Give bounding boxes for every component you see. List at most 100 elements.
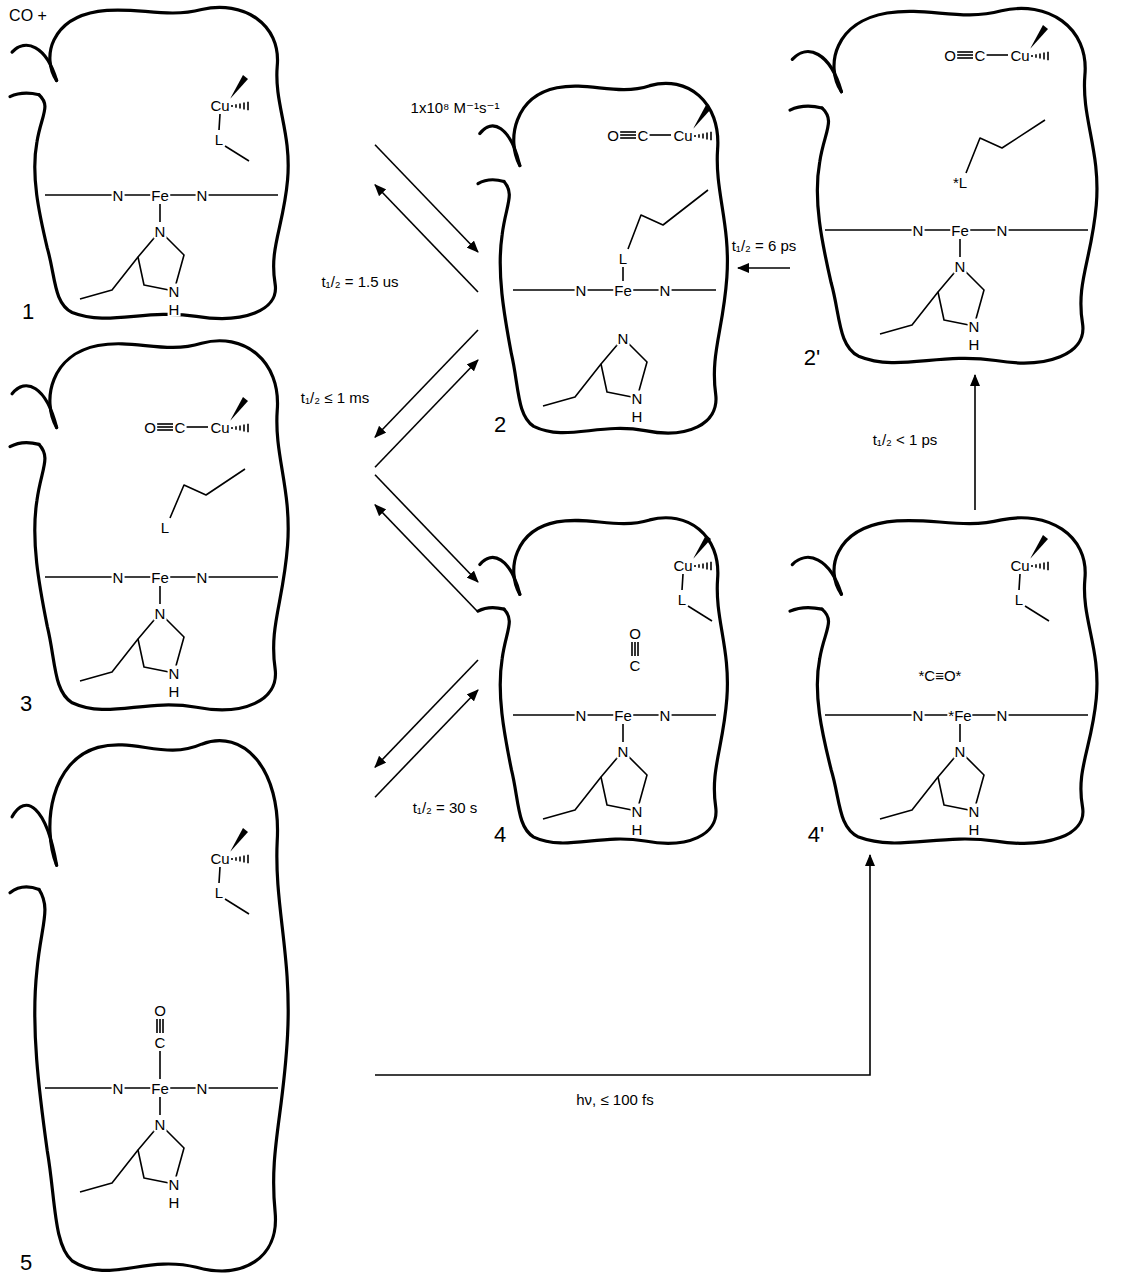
hashed-bond <box>247 102 249 110</box>
reactant-label: CO + <box>7 6 49 26</box>
hashed-bond <box>694 135 696 137</box>
atom-label: Fe <box>150 188 170 203</box>
protein-wall <box>478 607 504 611</box>
protein-outline <box>10 332 300 714</box>
atom-label: N <box>659 708 672 723</box>
atom-label: Cu <box>209 420 230 435</box>
hashed-bond <box>1035 564 1037 568</box>
hashed-bond <box>235 104 237 108</box>
protein-wall <box>500 83 727 433</box>
wedge-bond <box>693 535 711 559</box>
imidazole-ring <box>138 613 184 673</box>
enzyme-state: 5CuLOCNFeNNNH <box>10 728 375 1285</box>
atom-label: *C≡O* <box>918 668 963 683</box>
reaction-arrow <box>375 855 870 1075</box>
atom-label: Cu <box>209 98 230 113</box>
hashed-bond <box>239 425 241 430</box>
wedge-bond <box>1030 535 1048 559</box>
state-number: 2 <box>493 414 507 436</box>
enzyme-state: 4'CuL*C≡O*N*FeNNNH <box>790 510 1120 855</box>
atom-label: C <box>974 48 987 63</box>
atom-label: N <box>154 606 167 621</box>
protein-wall <box>10 93 39 96</box>
protein-wall <box>790 106 822 110</box>
triple-bond <box>634 642 636 656</box>
protein-wall <box>817 518 1097 844</box>
bond-line <box>186 426 208 428</box>
atom-label: C <box>154 1035 167 1050</box>
bond-line <box>959 239 961 257</box>
reaction-arrow <box>375 360 478 467</box>
hashed-bond <box>1043 563 1045 570</box>
atom-label: H <box>168 1195 181 1210</box>
atom-label: N <box>631 391 644 406</box>
triple-bond <box>957 54 973 56</box>
protein-wall <box>35 741 288 1271</box>
hashed-bond <box>702 133 704 138</box>
wedge-bond <box>230 397 248 421</box>
atom-label: L <box>677 592 687 607</box>
protein-wall <box>12 386 57 428</box>
protein-wall <box>10 887 39 893</box>
triple-bond <box>156 1019 158 1033</box>
bond-layer <box>10 728 375 1285</box>
atom-label: N <box>196 1081 209 1096</box>
hashed-bond <box>694 565 696 567</box>
hashed-bond <box>1031 55 1033 57</box>
histidine-sidechain <box>880 777 938 819</box>
atom-label: O <box>943 48 957 63</box>
atom-label: Fe <box>950 223 970 238</box>
histidine-sidechain <box>80 1150 138 1192</box>
triple-bond <box>620 131 636 133</box>
hashed-bond <box>243 425 245 432</box>
wedge-bond <box>693 105 711 129</box>
atom-label: Fe <box>150 570 170 585</box>
protein-outline <box>478 510 738 847</box>
reaction-arrow <box>375 690 478 797</box>
atom-label: N <box>154 1117 167 1132</box>
triple-bond <box>957 57 973 59</box>
enzyme-state: 2OCCuLNFeNNNH <box>478 75 738 445</box>
reaction-arrow <box>375 330 478 437</box>
hashed-bond <box>243 856 245 863</box>
atom-label: Fe <box>150 1081 170 1096</box>
atom-label: Cu <box>209 851 230 866</box>
imidazole-ring <box>601 751 647 811</box>
protein-wall <box>12 45 57 80</box>
atom-label: H <box>968 822 981 837</box>
atom-label: Cu <box>672 558 693 573</box>
triple-bond <box>159 1019 161 1033</box>
hashed-bond <box>1035 54 1037 58</box>
reaction-arrow <box>375 475 478 582</box>
rate-label: hν, ≤ 100 fs <box>574 1091 655 1110</box>
atom-label: N <box>912 708 925 723</box>
bond-line <box>159 204 161 222</box>
atom-label: N <box>912 223 925 238</box>
atom-label: N <box>575 708 588 723</box>
atom-label: N <box>617 744 630 759</box>
protein-wall <box>480 557 520 594</box>
atom-label: L <box>618 251 628 266</box>
hashed-bond <box>231 105 233 107</box>
state-number: 5 <box>19 1252 33 1274</box>
state-number: 1 <box>21 301 35 323</box>
rate-label: t₁/₂ = 1.5 us <box>319 273 400 292</box>
reaction-arrow <box>375 660 478 767</box>
rate-label: 1x10⁸ M⁻¹s⁻¹ <box>409 99 502 118</box>
histidine-sidechain <box>80 257 138 299</box>
protein-wall <box>478 180 504 184</box>
protein-wall <box>792 557 841 594</box>
hashed-bond <box>706 133 708 140</box>
atom-label: Cu <box>672 128 693 143</box>
ligand-chain <box>628 190 708 249</box>
hashed-bond <box>247 424 249 432</box>
wedge-bond <box>230 75 248 99</box>
atom-label: N <box>954 259 967 274</box>
protein-wall <box>792 52 841 92</box>
bond-layer <box>790 510 1120 855</box>
atom-label: *Fe <box>947 708 972 723</box>
atom-label: N <box>968 319 981 334</box>
bond-line <box>159 586 161 604</box>
imidazole-ring <box>601 338 647 398</box>
